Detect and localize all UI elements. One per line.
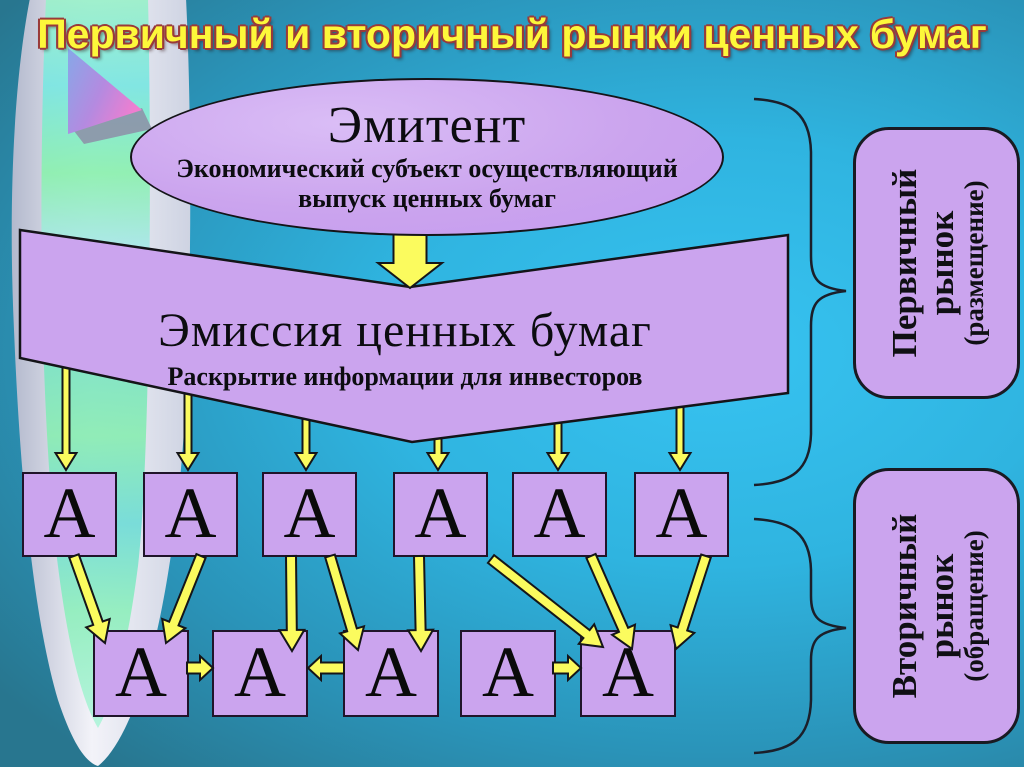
security-box: А xyxy=(460,630,556,717)
security-letter: А xyxy=(482,631,534,712)
curly-brace-secondary xyxy=(753,517,847,755)
issuer-description-line2: выпуск ценных бумаг xyxy=(298,184,556,214)
security-box: А xyxy=(580,630,676,717)
security-letter: А xyxy=(365,631,417,712)
decor-triangle-shadow xyxy=(74,108,152,144)
secondary-market-label: Вторичный рынок (обращение) xyxy=(853,468,1020,744)
security-letter: А xyxy=(234,631,286,712)
issuer-name: Эмитент xyxy=(327,97,527,155)
security-box: А xyxy=(393,472,488,557)
emission-title: Эмиссия ценных бумаг xyxy=(158,303,652,357)
emission-subtitle: Раскрытие информации для инвесторов xyxy=(167,362,643,392)
security-letter: А xyxy=(414,472,467,553)
secondary-market-line2: рынок xyxy=(921,553,961,659)
decor-triangle-icon xyxy=(68,48,142,134)
primary-market-label: Первичный рынок (размещение) xyxy=(853,127,1020,399)
security-letter: А xyxy=(655,472,708,553)
emission-banner-text: Эмиссия ценных бумаг Раскрытие информаци… xyxy=(20,293,790,405)
security-box: А xyxy=(343,630,439,717)
issuer-description-line1: Экономический субъект осуществляющий xyxy=(176,153,678,183)
security-box: А xyxy=(93,630,189,717)
issuer-ellipse: Эмитент Экономический субъект осуществля… xyxy=(130,78,724,236)
secondary-market-label-text: Вторичный рынок (обращение) xyxy=(862,476,1012,736)
security-box: А xyxy=(512,472,607,557)
curly-brace-primary xyxy=(753,97,847,487)
primary-market-label-text: Первичный рынок (размещение) xyxy=(862,133,1012,393)
security-box: А xyxy=(262,472,357,557)
security-box: А xyxy=(143,472,238,557)
secondary-market-line3: (обращение) xyxy=(958,530,989,682)
primary-market-line1: Первичный xyxy=(884,168,924,358)
slide-title: Первичный и вторичный рынки ценных бумаг xyxy=(37,11,987,57)
security-letter: А xyxy=(43,472,96,553)
security-letter: А xyxy=(533,472,586,553)
security-letter: А xyxy=(602,631,654,712)
secondary-market-line1: Вторичный xyxy=(884,513,924,699)
security-box: А xyxy=(634,472,729,557)
security-letter: А xyxy=(164,472,217,553)
primary-market-line2: рынок xyxy=(921,210,961,316)
security-letter: А xyxy=(115,631,167,712)
security-letter: А xyxy=(283,472,336,553)
security-box: А xyxy=(212,630,308,717)
primary-market-line3: (размещение) xyxy=(958,180,989,346)
security-box: А xyxy=(22,472,117,557)
